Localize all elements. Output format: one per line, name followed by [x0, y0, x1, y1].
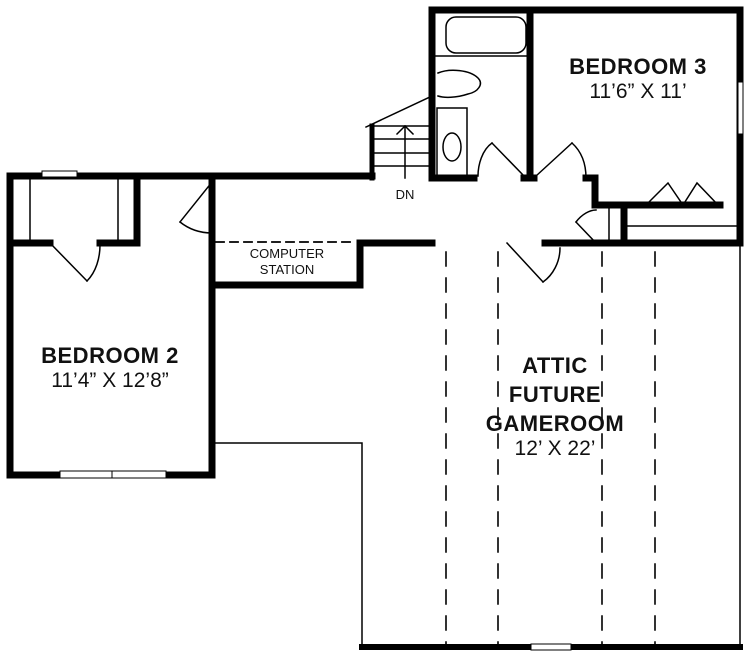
- room-name: BEDROOM 3: [569, 54, 707, 79]
- toilet: [437, 69, 482, 99]
- room-name-line: FUTURE: [508, 382, 602, 407]
- closet-bifold-door: [644, 181, 720, 207]
- stairs: [365, 95, 433, 179]
- room-name-line: ATTIC: [522, 353, 588, 378]
- attic-kneewall-lines: [445, 251, 656, 646]
- room-dimensions: 12’ X 22’: [514, 437, 596, 460]
- room-dimensions: 11’6” X 11’: [589, 80, 687, 103]
- bedroom-2-top-window: [41, 170, 78, 178]
- computer-station-line: STATION: [259, 262, 315, 277]
- sink: [442, 132, 462, 162]
- bedroom-3-label: BEDROOM 3 11’6” X 11’: [543, 54, 733, 103]
- stairs-down-label: DN: [395, 187, 415, 202]
- bathtub: [445, 16, 527, 54]
- attic-window: [530, 643, 572, 651]
- computer-station-line: COMPUTER: [249, 246, 325, 261]
- bedroom-3-window: [737, 81, 744, 135]
- vanity: [436, 107, 468, 177]
- linen-door: [574, 209, 598, 245]
- room-dimensions: 11’4” X 12’8”: [51, 369, 169, 392]
- bedroom-3-door: [534, 141, 587, 179]
- computer-station-label: COMPUTER STATION: [222, 247, 352, 276]
- bedroom-2-label: BEDROOM 2 11’4” X 12’8”: [10, 343, 210, 392]
- bedroom-2-hall-door: [178, 180, 214, 234]
- bedroom-2-closet-door: [48, 241, 101, 283]
- room-name: BEDROOM 2: [41, 343, 179, 368]
- attic-door: [505, 241, 561, 284]
- bedroom-2-bottom-window: [59, 470, 167, 479]
- bath-door: [477, 141, 526, 178]
- room-name-line: GAMEROOM: [485, 411, 625, 436]
- attic-label: ATTIC FUTURE GAMEROOM 12’ X 22’: [460, 353, 650, 460]
